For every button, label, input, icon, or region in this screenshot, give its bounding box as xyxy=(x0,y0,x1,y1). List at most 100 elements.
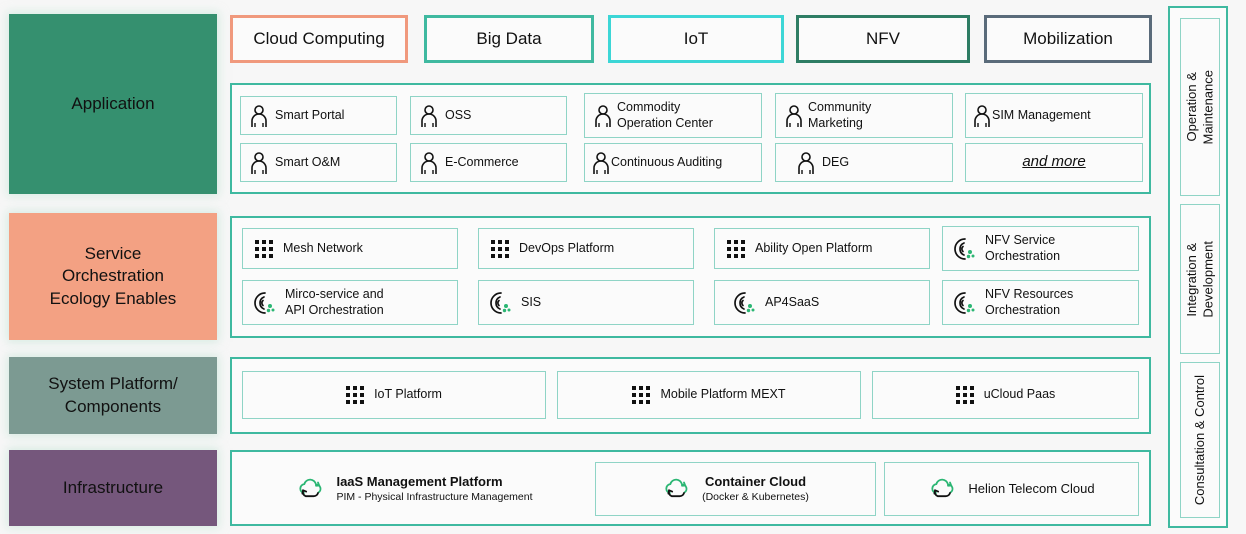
platform-tile-label: uCloud Paas xyxy=(983,387,1056,402)
grid-dots-icon xyxy=(727,239,745,258)
layer-label-text: Application xyxy=(71,93,155,113)
application-row-container: Smart Portal OSS Commodity Operation Cen… xyxy=(230,83,1151,194)
chip-mobilization[interactable]: Mobilization xyxy=(984,15,1152,63)
person-icon xyxy=(249,104,269,128)
service-tile-ability-open-platform[interactable]: Ability Open Platform xyxy=(714,228,930,269)
person-icon xyxy=(593,104,613,128)
person-icon xyxy=(419,104,439,128)
infra-tile-iaas-management-platform[interactable]: IaaS Management Platform PIM - Physical … xyxy=(242,462,587,516)
side-box-consultation-control[interactable]: Consultation & Control xyxy=(1180,362,1220,518)
app-tile-smart-portal[interactable]: Smart Portal xyxy=(240,96,397,135)
layer-label-service-orchestration: Service Orchestration Ecology Enables xyxy=(9,213,217,340)
chip-nfv[interactable]: NFV xyxy=(796,15,970,63)
chip-label: Big Data xyxy=(476,29,542,48)
platform-tile-label: IoT Platform xyxy=(374,387,442,402)
app-tile-sim-management[interactable]: SIM Management xyxy=(965,93,1143,138)
person-icon xyxy=(796,151,816,175)
side-box-label: Consultation & Control xyxy=(1191,374,1207,506)
app-tile-continuous-auditing[interactable]: Continuous Auditing xyxy=(584,143,762,182)
person-icon xyxy=(784,104,804,128)
grid-dots-icon xyxy=(491,239,509,258)
service-tile-label: DevOps Platform xyxy=(519,240,615,255)
person-icon xyxy=(972,104,992,128)
layer-label-text: Infrastructure xyxy=(62,477,164,497)
service-tile-label: SIS xyxy=(521,294,542,309)
infra-tile-container-cloud[interactable]: Container Cloud (Docker & Kubernetes) xyxy=(595,462,876,516)
service-tile-label: Mirco-service and API Orchestration xyxy=(285,286,384,317)
app-tile-deg[interactable]: DEG xyxy=(775,143,953,182)
person-icon xyxy=(591,151,611,175)
side-box-operation-maintenance[interactable]: Operation & Maintenance xyxy=(1180,18,1220,196)
chip-big-data[interactable]: Big Data xyxy=(424,15,594,63)
infra-tile-subtitle: (Docker & Kubernetes) xyxy=(702,490,809,503)
chip-label: Mobilization xyxy=(1023,29,1113,48)
service-tile-label: Mesh Network xyxy=(283,240,363,255)
chip-label: NFV xyxy=(866,29,900,48)
service-tile-label: Ability Open Platform xyxy=(755,240,873,255)
side-column-container: Operation & Maintenance Integration & De… xyxy=(1168,6,1228,528)
service-tile-nfv-resources-orchestration[interactable]: NFV Resources Orchestration xyxy=(942,280,1139,325)
app-tile-label: SIM Management xyxy=(992,107,1091,122)
signal-arc-icon xyxy=(733,290,759,316)
cloud-refresh-icon xyxy=(296,476,326,502)
platform-tile-mobile-platform-mext[interactable]: Mobile Platform MEXT xyxy=(557,371,861,419)
layer-label-application: Application xyxy=(9,14,217,194)
service-tile-nfv-service-orchestration[interactable]: NFV Service Orchestration xyxy=(942,226,1139,271)
infra-tile-text: IaaS Management Platform PIM - Physical … xyxy=(336,474,532,503)
platform-tile-label: Mobile Platform MEXT xyxy=(660,387,786,402)
app-tile-label: Commodity Operation Center xyxy=(617,99,713,130)
signal-arc-icon xyxy=(953,290,979,316)
infra-tile-subtitle: PIM - Physical Infrastructure Management xyxy=(336,490,533,503)
infra-tile-helion-telecom-cloud[interactable]: Helion Telecom Cloud xyxy=(884,462,1139,516)
app-tile-label: OSS xyxy=(445,107,472,122)
layer-label-text: Service Orchestration Ecology Enables xyxy=(49,244,177,308)
grid-dots-icon xyxy=(255,239,273,258)
layer-label-text: System Platform/ Components xyxy=(48,374,178,416)
service-orchestration-row-container: Mesh Network DevOps Platform Ability Ope… xyxy=(230,216,1151,338)
chip-label: IoT xyxy=(683,29,709,48)
platform-tile-iot-platform[interactable]: IoT Platform xyxy=(242,371,546,419)
grid-dots-icon xyxy=(955,386,974,404)
service-tile-sis[interactable]: SIS xyxy=(478,280,694,325)
app-tile-label: Smart Portal xyxy=(275,107,345,122)
service-tile-devops-platform[interactable]: DevOps Platform xyxy=(478,228,694,269)
app-tile-and-more[interactable]: and more xyxy=(965,143,1143,182)
service-tile-ap4saas[interactable]: AP4SaaS xyxy=(714,280,930,325)
service-tile-label: AP4SaaS xyxy=(765,294,820,309)
app-tile-label: Continuous Auditing xyxy=(611,154,723,169)
app-tile-commodity-operation-center[interactable]: Commodity Operation Center xyxy=(584,93,762,138)
infra-tile-text: Container Cloud (Docker & Kubernetes) xyxy=(702,474,809,503)
side-box-integration-development[interactable]: Integration & Development xyxy=(1180,204,1220,354)
service-tile-mesh-network[interactable]: Mesh Network xyxy=(242,228,458,269)
infra-tile-title: IaaS Management Platform xyxy=(336,474,503,490)
service-tile-label: NFV Resources Orchestration xyxy=(985,286,1074,317)
grid-dots-icon xyxy=(632,386,651,404)
app-tile-label: DEG xyxy=(822,154,850,169)
infra-tile-title: Helion Telecom Cloud xyxy=(968,480,1095,496)
app-tile-community-marketing[interactable]: Community Marketing xyxy=(775,93,953,138)
service-tile-label: NFV Service Orchestration xyxy=(985,232,1061,263)
person-icon xyxy=(419,151,439,175)
system-platform-row-container: IoT Platform Mobile Platform MEXT uCloud… xyxy=(230,357,1151,434)
app-tile-label: E-Commerce xyxy=(445,154,519,169)
app-tile-label: Community Marketing xyxy=(808,99,872,130)
chip-cloud-computing[interactable]: Cloud Computing xyxy=(230,15,408,63)
app-tile-e-commerce[interactable]: E-Commerce xyxy=(410,143,567,182)
chip-iot[interactable]: IoT xyxy=(608,15,784,63)
signal-arc-icon xyxy=(953,236,979,262)
chip-label: Cloud Computing xyxy=(253,29,385,48)
and-more-label: and more xyxy=(1022,153,1086,171)
grid-dots-icon xyxy=(346,386,365,404)
app-tile-oss[interactable]: OSS xyxy=(410,96,567,135)
side-box-label: Operation & Maintenance xyxy=(1183,69,1215,145)
app-tile-smart-om[interactable]: Smart O&M xyxy=(240,143,397,182)
infra-tile-title: Container Cloud xyxy=(704,474,807,490)
side-box-label: Integration & Development xyxy=(1183,240,1215,318)
cloud-refresh-icon xyxy=(928,476,958,502)
signal-arc-icon xyxy=(489,290,515,316)
layer-label-system-platform: System Platform/ Components xyxy=(9,357,217,434)
platform-tile-ucloud-paas[interactable]: uCloud Paas xyxy=(872,371,1139,419)
person-icon xyxy=(249,151,269,175)
service-tile-micro-service-api-orchestration[interactable]: Mirco-service and API Orchestration xyxy=(242,280,458,325)
cloud-refresh-icon xyxy=(662,476,692,502)
